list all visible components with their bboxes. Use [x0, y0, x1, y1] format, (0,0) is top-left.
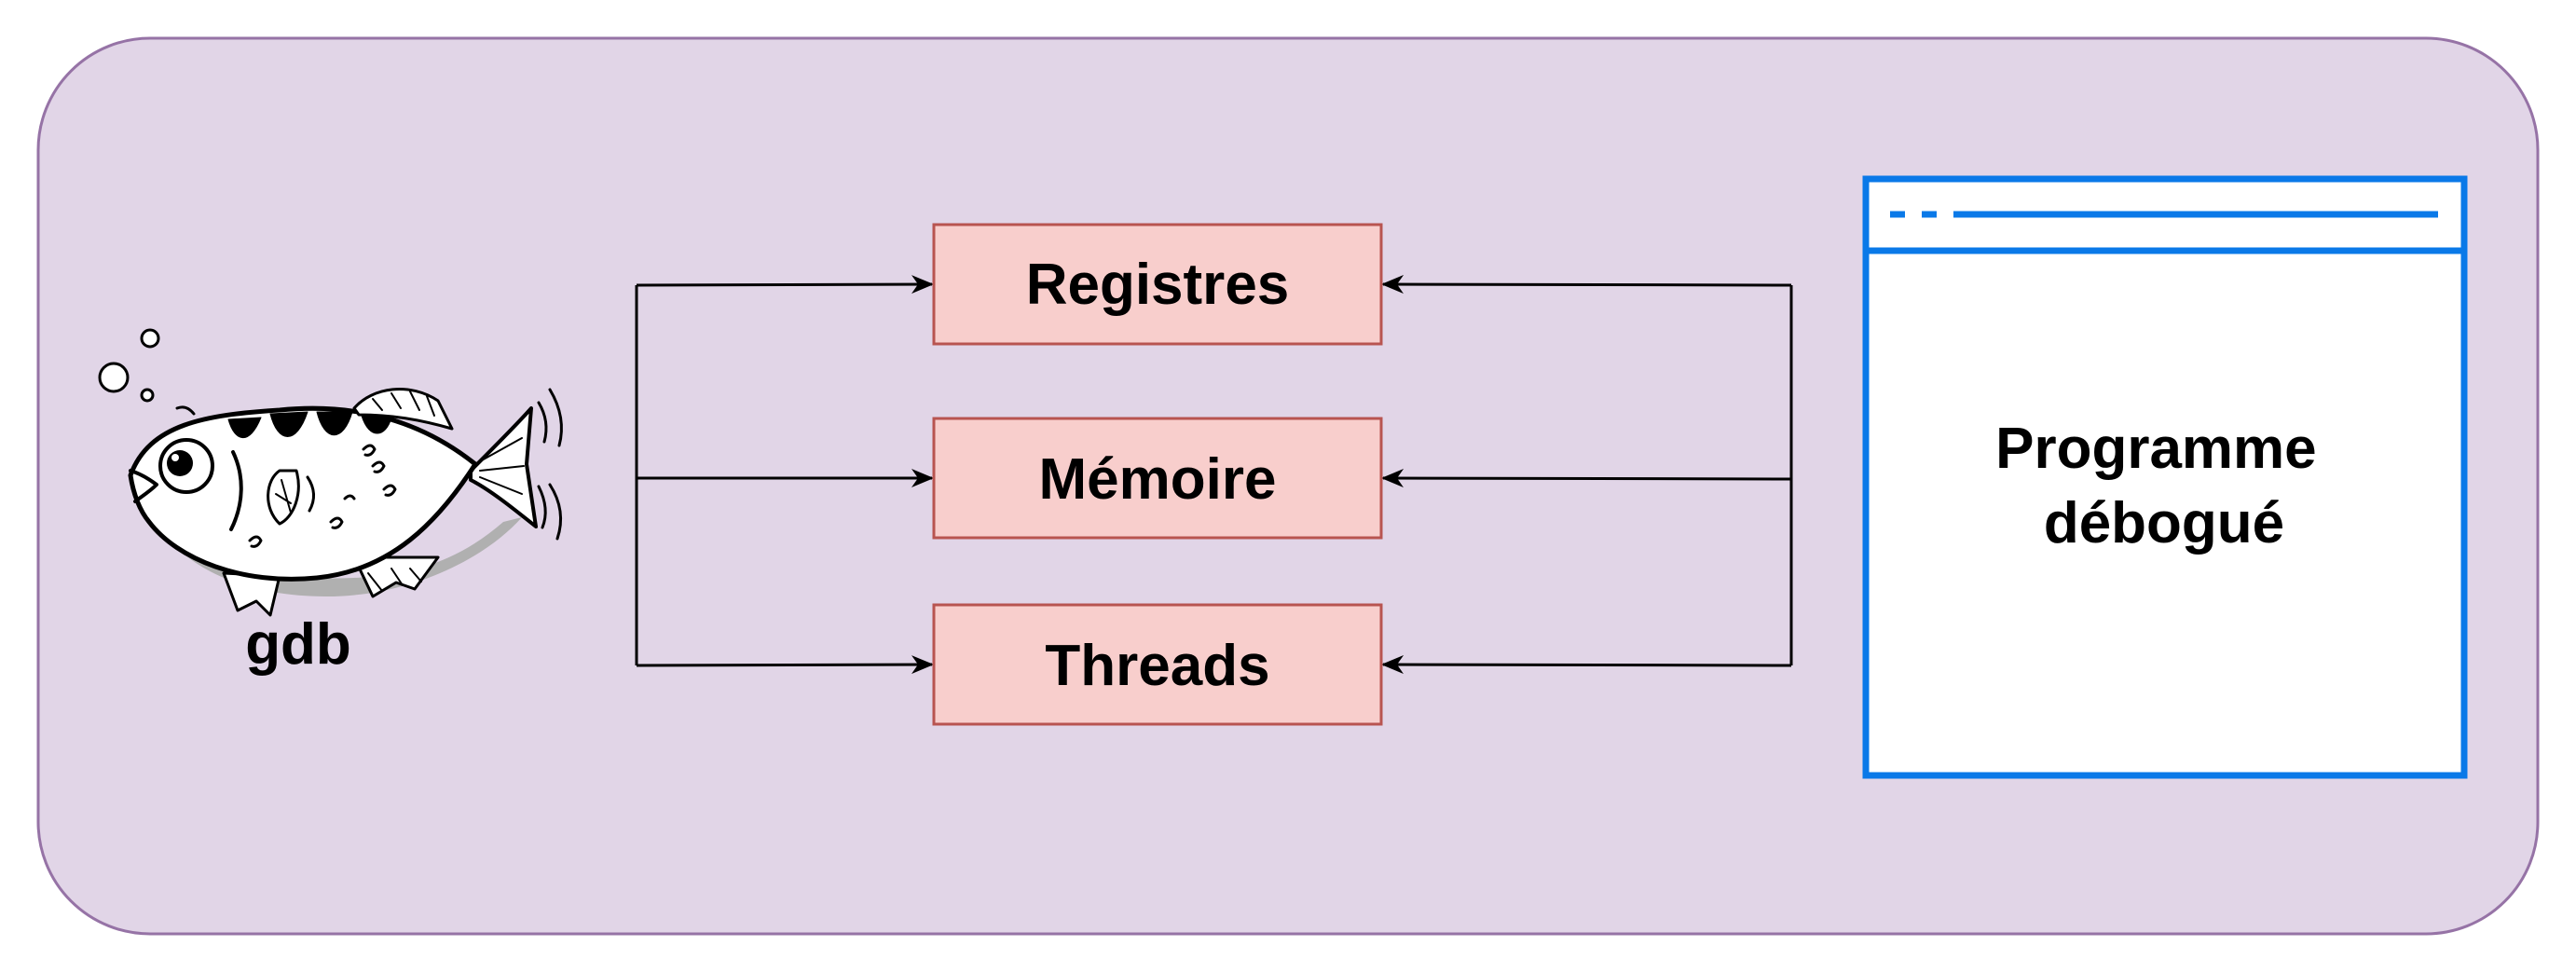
arrow-program-to-memory: [1381, 469, 1792, 488]
resource-box-registers: Registres: [932, 223, 1383, 346]
program-window-icon: [1862, 175, 2468, 779]
resource-box-memory: Mémoire: [932, 417, 1383, 540]
arrow-gdb-to-registers: [636, 275, 934, 295]
resource-box-threads: Threads: [932, 603, 1383, 726]
debugger-label: gdb: [245, 612, 351, 677]
resource-label-memory: Mémoire: [1039, 447, 1277, 512]
arrow-program-to-registers: [1381, 275, 1792, 295]
program-label: Programme débogué: [1995, 417, 2333, 555]
resource-label-threads: Threads: [1045, 634, 1269, 698]
resource-label-registers: Registres: [1026, 253, 1290, 317]
gdb-archerfish-icon: [98, 328, 563, 617]
